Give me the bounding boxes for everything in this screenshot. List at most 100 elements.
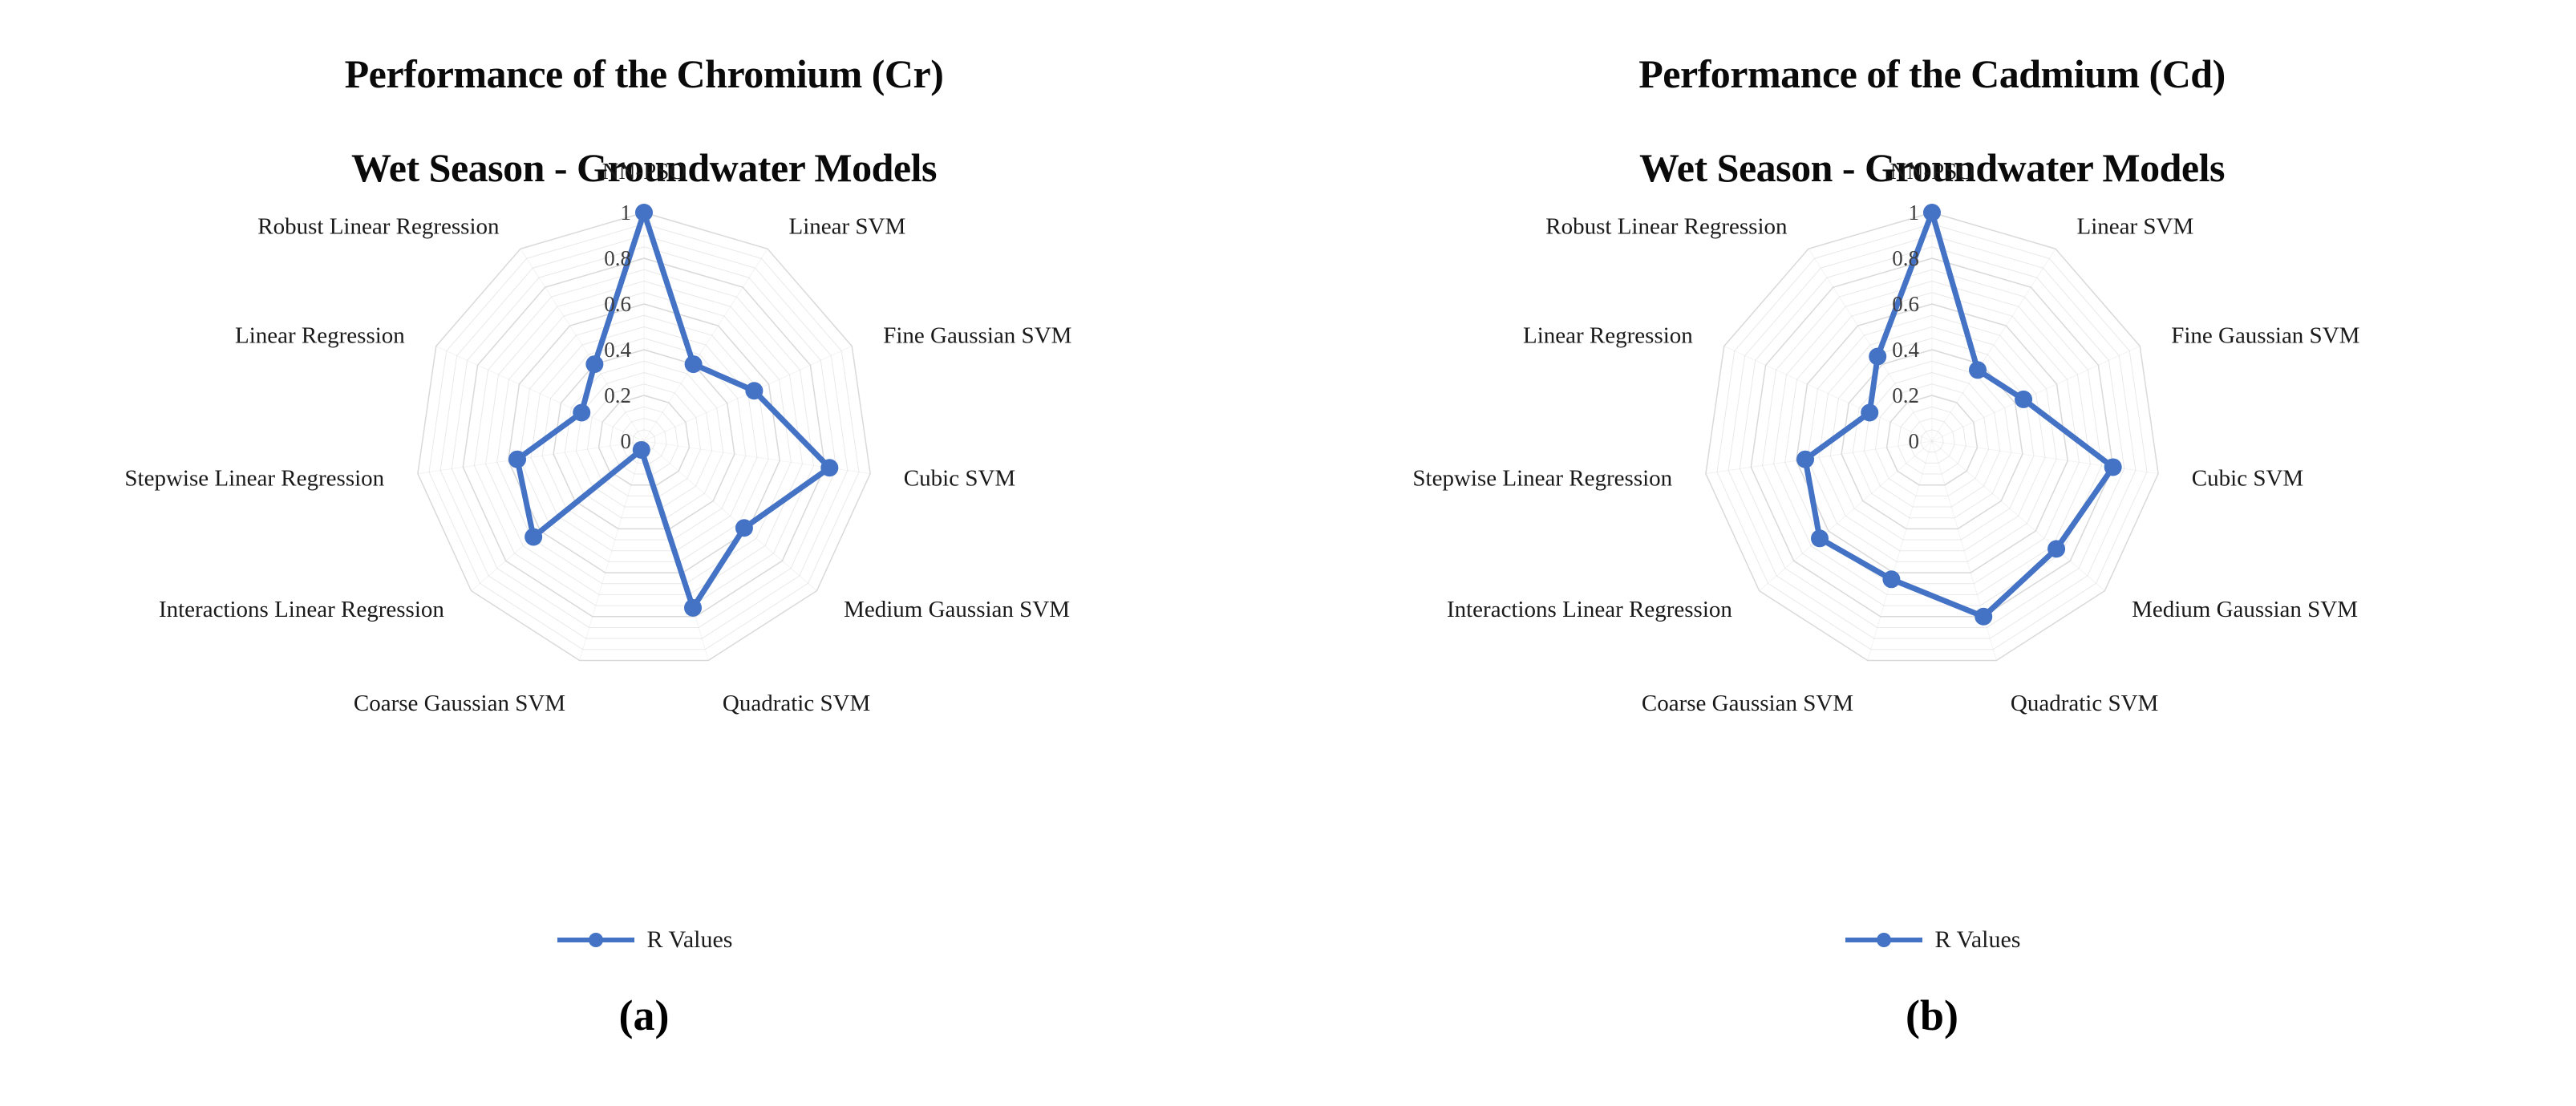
grid-ring	[1784, 292, 2080, 585]
radial-axis-line	[1931, 249, 2056, 442]
series-line	[514, 209, 832, 611]
data-point-marker	[1869, 347, 1887, 366]
data-point-marker	[1975, 607, 1993, 626]
data-point-marker	[573, 403, 591, 422]
axis-category-label: Quadratic SVM	[2011, 691, 2158, 716]
axis-category-label: Interactions Linear Regression	[1447, 597, 1732, 622]
grid-ring	[1874, 383, 1990, 496]
grid-ring	[1807, 314, 2057, 562]
axis-category-label: Cubic SVM	[904, 465, 1015, 491]
radial-tick-label: 0	[1909, 429, 1920, 453]
data-point-marker	[684, 598, 703, 617]
radial-tick-label: 0.2	[604, 383, 631, 407]
panel-a-legend-label: R Values	[646, 926, 733, 953]
grid-ring	[1761, 269, 2103, 606]
grid-ring	[507, 303, 781, 573]
data-point-marker	[684, 355, 703, 374]
axis-category-label: Fine Gaussian SVM	[2171, 323, 2359, 349]
axis-category-label: Coarse Gaussian SVM	[354, 691, 565, 716]
grid-ring	[485, 280, 803, 595]
panel-b-caption: (b)	[1906, 991, 1958, 1039]
radial-axis-line	[1808, 249, 1933, 442]
grid-ring	[541, 338, 747, 541]
data-point-marker	[508, 450, 527, 468]
grid-ring	[473, 269, 815, 606]
grid-ring	[553, 349, 735, 530]
axis-category-label: Linear SVM	[789, 214, 906, 240]
grid-ring	[1909, 417, 1955, 464]
radial-axis-line	[1931, 346, 2141, 442]
legend-line-marker-icon	[557, 933, 634, 947]
radial-axis-line	[1931, 440, 2159, 474]
radial-axis-line	[520, 249, 645, 442]
data-point-marker	[1861, 403, 1879, 422]
axis-category-label: NN-PSO	[1890, 159, 1975, 184]
data-point-marker	[2104, 458, 2122, 476]
panel-a-title: Performance of the Chromium (Cr) Wet Sea…	[0, 3, 1288, 238]
data-point-marker	[635, 204, 653, 221]
radial-axis-line	[1759, 440, 1933, 591]
radial-tick-label: 0	[621, 429, 632, 453]
series-line	[1802, 209, 2116, 620]
panel-b-legend-label: R Values	[1934, 926, 2021, 953]
radial-tick-label: 0.2	[1892, 383, 1919, 407]
axis-category-label: Cubic SVM	[2192, 465, 2303, 491]
radial-tick-label: 1	[621, 201, 632, 225]
radial-axis-line	[643, 440, 817, 591]
radial-axis-line	[417, 440, 645, 474]
grid-ring	[1898, 406, 1966, 475]
panel-a-title-line2: Wet Season - Groundwater Models	[351, 144, 937, 190]
radial-axis-line	[1931, 440, 2105, 591]
radial-axis-line	[579, 440, 645, 661]
grid-ring	[564, 360, 724, 519]
panel-b: Performance of the Cadmium (Cd) Wet Seas…	[1288, 0, 2576, 1106]
radial-axis-line	[643, 249, 768, 442]
grid-ring	[1885, 395, 1979, 486]
data-point-marker	[735, 519, 753, 537]
axis-category-label: Robust Linear Regression	[1545, 214, 1788, 240]
panel-a-caption: (a)	[618, 991, 670, 1039]
grid-ring	[1829, 338, 2035, 541]
axis-category-label: Coarse Gaussian SVM	[1642, 691, 1853, 716]
axis-category-label: Linear Regression	[235, 323, 405, 349]
data-point-marker	[525, 528, 543, 546]
grid-ring	[1705, 212, 2159, 662]
grid-ring	[417, 212, 871, 662]
radial-tick-label: 1	[1909, 201, 1920, 225]
grid-ring	[610, 406, 678, 475]
grid-ring	[1716, 223, 2148, 650]
radial-axis-line	[1723, 346, 1933, 442]
panel-b-title-line2: Wet Season - Groundwater Models	[1639, 144, 2225, 190]
radial-tick-label: 0.6	[604, 292, 631, 316]
grid-ring	[1841, 349, 2023, 530]
data-point-marker	[820, 459, 839, 477]
radial-tick-label: 0.8	[1892, 246, 1919, 270]
grid-ring	[597, 395, 691, 486]
radial-axis-line	[1705, 440, 1933, 474]
grid-ring	[1818, 326, 2046, 552]
panel-b-title-line1: Performance of the Cadmium (Cd)	[1638, 51, 2226, 96]
radial-axis-line	[435, 346, 645, 442]
data-point-marker	[1923, 204, 1941, 221]
axis-category-label: Linear SVM	[2077, 214, 2194, 240]
grid-ring	[451, 246, 837, 628]
panel-b-legend: R Values	[1288, 926, 2576, 954]
axis-category-label: Medium Gaussian SVM	[844, 597, 1070, 622]
grid-ring	[1920, 429, 1944, 453]
grid-ring	[1739, 246, 2125, 628]
data-point-marker	[1882, 570, 1901, 589]
data-point-marker	[2047, 540, 2066, 558]
radial-tick-label: 0.8	[604, 246, 631, 270]
grid-ring	[1750, 257, 2114, 618]
panel-a: Performance of the Chromium (Cr) Wet Sea…	[0, 3, 1288, 1040]
axis-category-label: Quadratic SVM	[723, 691, 870, 716]
axis-category-label: Interactions Linear Regression	[159, 597, 444, 622]
data-point-marker	[1969, 361, 1987, 379]
grid-ring	[496, 292, 792, 585]
axis-category-label: Stepwise Linear Regression	[1412, 465, 1672, 491]
